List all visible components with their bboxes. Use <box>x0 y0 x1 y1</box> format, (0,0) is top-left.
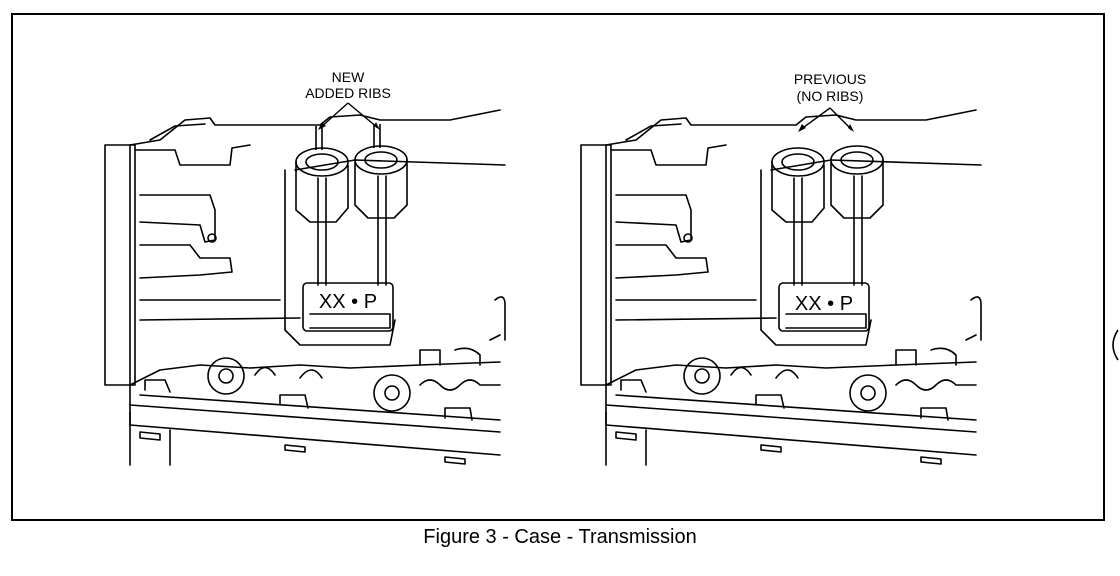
added-ribs <box>315 124 381 150</box>
left-callout-line2: ADDED RIBS <box>305 85 391 101</box>
left-arrow-head-2 <box>374 122 380 130</box>
right-callout-line2: (NO RIBS) <box>797 88 864 104</box>
right-callout-arrows <box>799 107 853 131</box>
figure-frame <box>11 13 1105 521</box>
right-case-drawing <box>580 109 982 466</box>
right-arrow-head-1 <box>798 124 806 132</box>
left-callout-line1: NEW <box>332 69 365 85</box>
figure-caption: Figure 3 - Case - Transmission <box>423 526 697 548</box>
left-arrow-head-1 <box>318 122 326 130</box>
right-stamp-text: XX • P <box>795 293 853 315</box>
left-panel: NEW ADDED RIBS XX • P <box>104 69 506 466</box>
right-arrow-head-2 <box>848 124 854 132</box>
right-panel: PREVIOUS (NO RIBS) XX • P <box>580 71 982 466</box>
edge-mark <box>1112 329 1119 361</box>
left-stamp-text: XX • P <box>319 291 377 313</box>
right-callout-line1: PREVIOUS <box>794 71 866 87</box>
left-callout-arrows <box>319 102 379 129</box>
left-case-drawing <box>104 109 506 466</box>
